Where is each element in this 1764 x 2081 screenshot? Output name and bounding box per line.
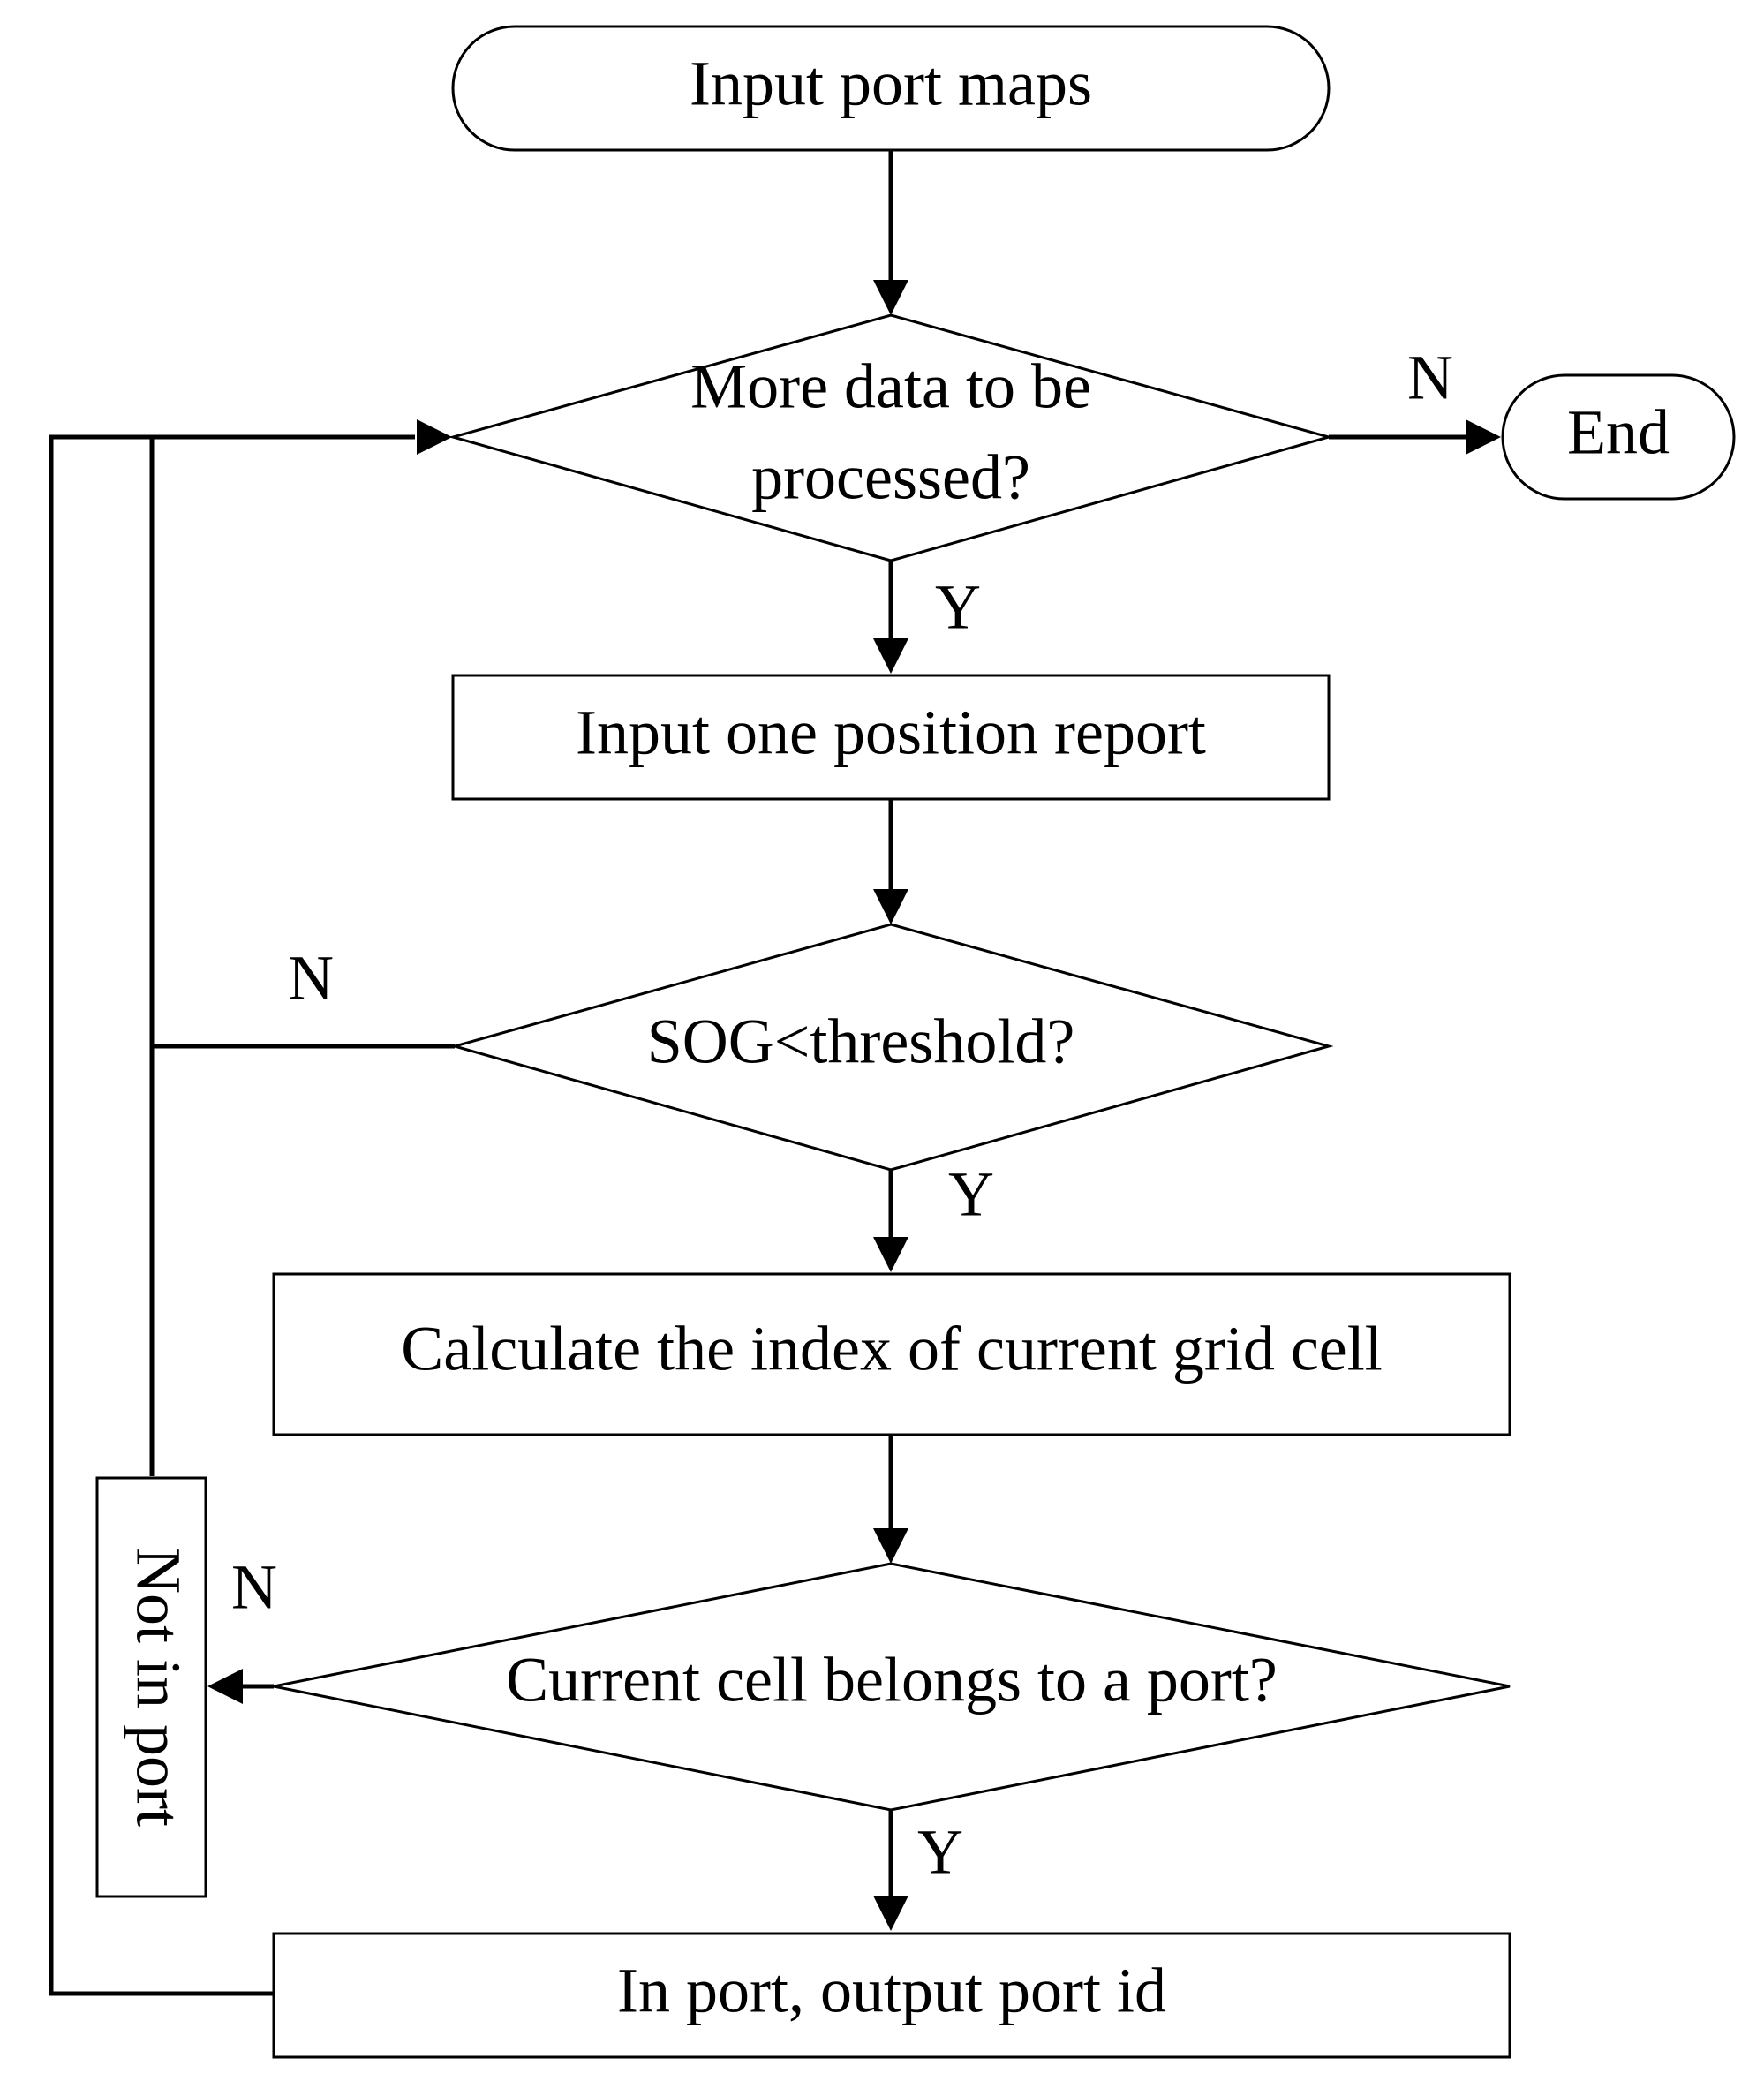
node-sog-decision: SOG<threshold? xyxy=(449,923,1334,1172)
node-start: Input port maps xyxy=(451,25,1331,152)
terminator-start xyxy=(451,25,1331,152)
label-sog-yes: Y xyxy=(948,1159,994,1230)
arrowhead xyxy=(873,638,908,674)
process-input-report xyxy=(451,674,1331,801)
annotation-not-in-port xyxy=(95,1476,207,1898)
arrowhead xyxy=(873,1896,908,1931)
decision-port xyxy=(273,1562,1511,1812)
label-sog-no: N xyxy=(288,943,334,1014)
node-calc-index: Calculate the index of current grid cell xyxy=(272,1272,1511,1436)
not-in-port-label: Not in port xyxy=(123,1548,193,1827)
node-port-decision: Current cell belongs to a port? xyxy=(273,1562,1511,1812)
label-port-yes: Y xyxy=(917,1817,963,1888)
start-label: Input port maps xyxy=(690,49,1092,119)
decision-more-data xyxy=(448,313,1334,562)
more-data-line-2: processed? xyxy=(751,442,1030,513)
output-port-label: In port, output port id xyxy=(617,1956,1166,2026)
input-report-label: Input one position report xyxy=(576,697,1206,768)
decision-sog xyxy=(449,923,1334,1172)
label-port-no: N xyxy=(231,1552,277,1623)
node-not-in-port: Not in port xyxy=(95,1476,207,1898)
arrowhead xyxy=(873,280,908,315)
arrowhead xyxy=(873,1528,908,1564)
label-more-data-no: N xyxy=(1407,343,1453,413)
end-label: End xyxy=(1567,397,1670,468)
arrowhead xyxy=(873,889,908,924)
port-check-label: Current cell belongs to a port? xyxy=(506,1645,1278,1715)
terminator-end xyxy=(1501,373,1736,501)
loop-line-outer xyxy=(49,434,415,1996)
node-end: End xyxy=(1501,373,1736,501)
arrowhead xyxy=(1466,419,1501,455)
sog-label: SOG<threshold? xyxy=(647,1007,1075,1077)
node-output-port: In port, output port id xyxy=(272,1932,1511,2059)
node-more-data-decision: More data to be processed? xyxy=(448,313,1334,562)
calc-index-label: Calculate the index of current grid cell xyxy=(401,1314,1383,1384)
edge-labels: N Y N Y N Y xyxy=(231,343,1453,1888)
arrowhead xyxy=(417,419,452,455)
label-more-data-yes: Y xyxy=(935,572,981,643)
more-data-line-1: More data to be xyxy=(690,351,1091,422)
process-calc-index xyxy=(272,1272,1511,1436)
process-output-port xyxy=(272,1932,1511,2059)
node-input-report: Input one position report xyxy=(451,674,1331,801)
arrowhead xyxy=(207,1669,243,1704)
arrowhead xyxy=(873,1237,908,1272)
edges xyxy=(49,150,1501,1996)
